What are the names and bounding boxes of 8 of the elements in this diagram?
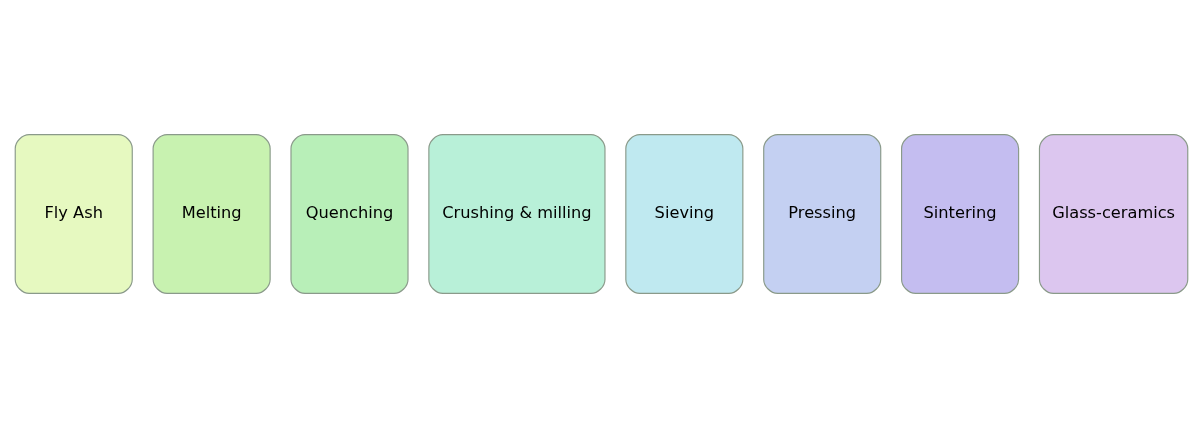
node-box: Pressing: [763, 133, 882, 294]
node-box: Glass-ceramics: [1038, 133, 1189, 294]
node-box: Crushing & milling: [428, 133, 606, 294]
node-box: Sieving: [625, 133, 744, 294]
node-box: Sintering: [901, 133, 1020, 294]
node-box: Fly Ash: [14, 133, 133, 294]
node-box: Quenching: [290, 133, 409, 294]
node-box: Melting: [152, 133, 271, 294]
